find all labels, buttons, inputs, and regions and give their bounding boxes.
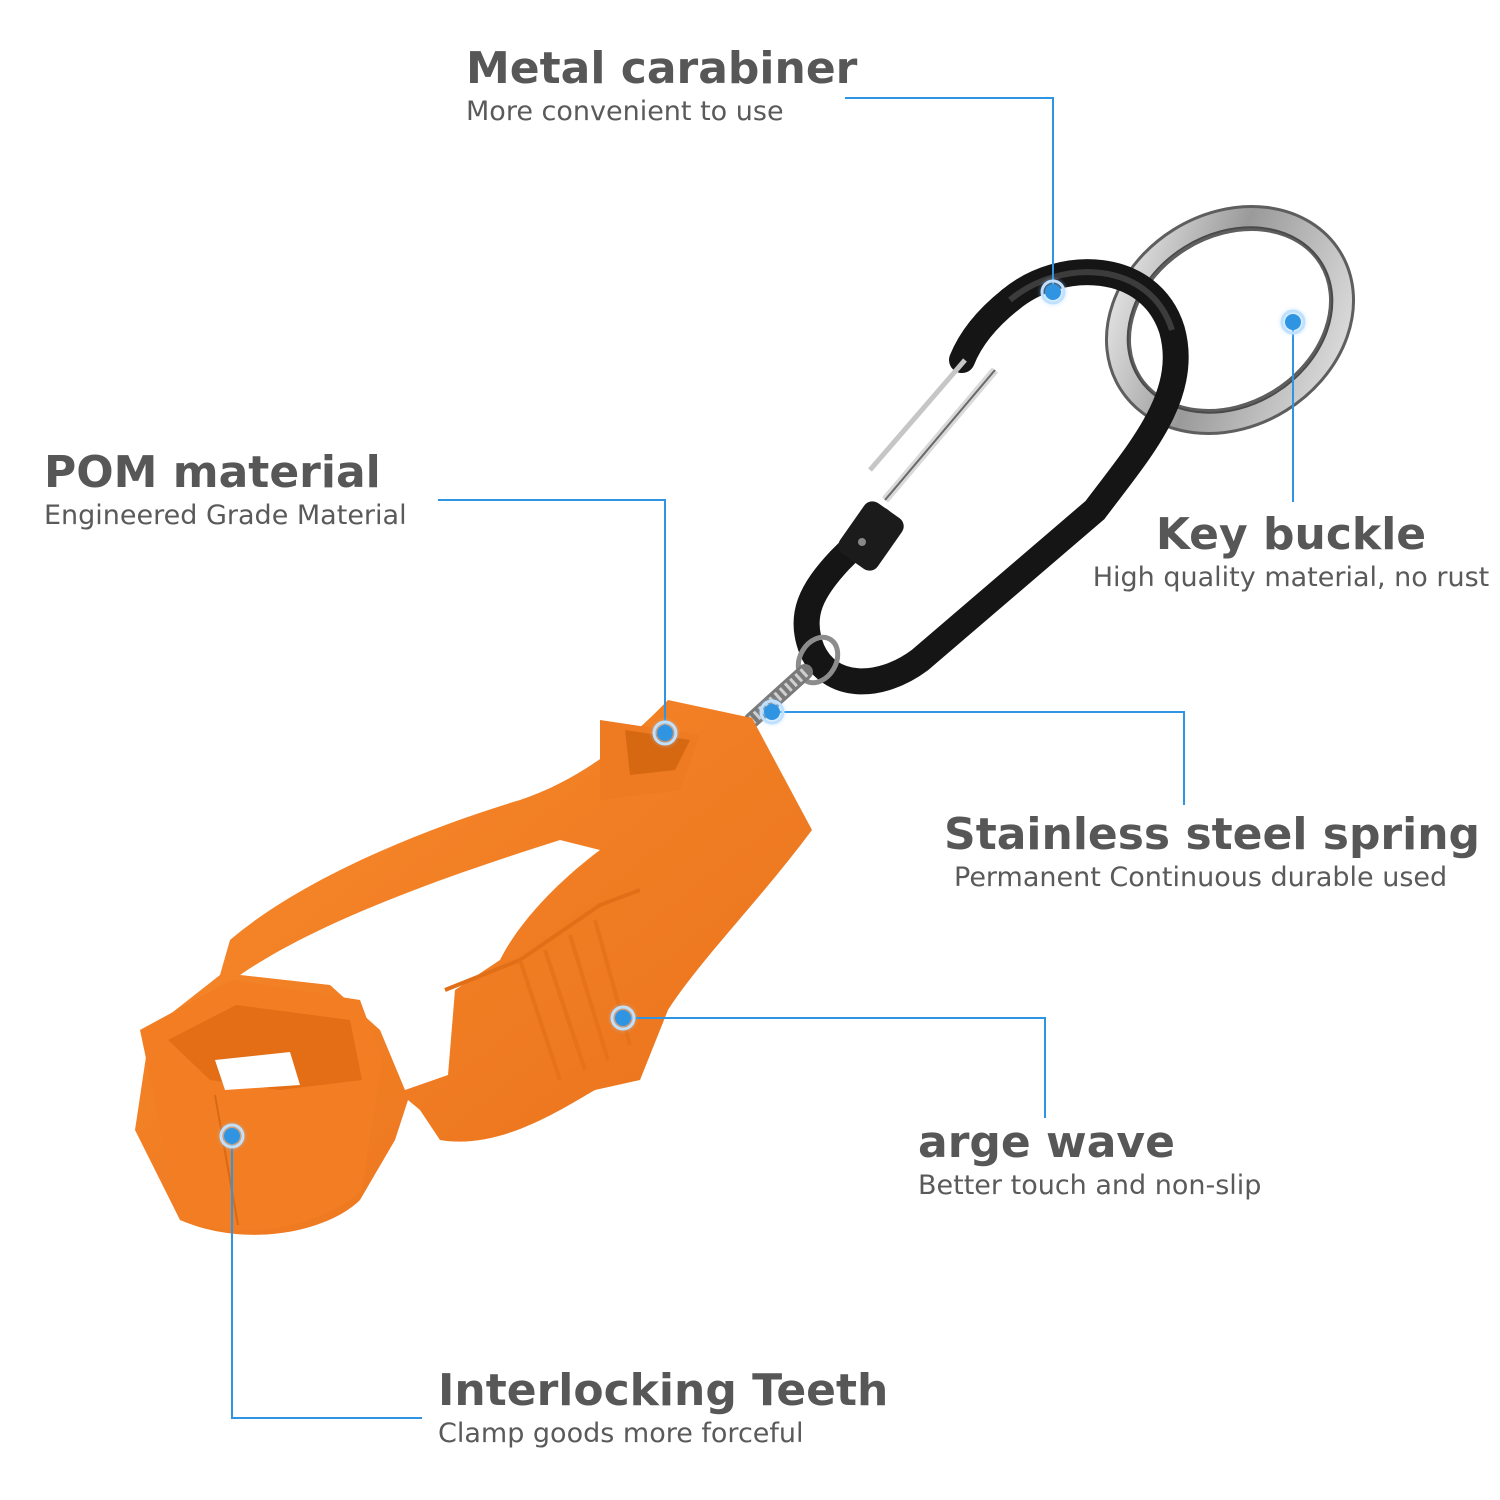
marker-dot-large-wave [607,1002,639,1034]
marker-dot-stainless-spring [756,696,788,728]
callout-interlocking-teeth: Interlocking Teeth Clamp goods more forc… [438,1366,888,1452]
callout-description: Engineered Grade Material [44,500,407,531]
callout-description: Clamp goods more forceful [438,1418,804,1449]
leader-interlocking-teeth [231,1136,422,1419]
callout-title: Interlocking Teeth [438,1365,889,1416]
callout-key-buckle: Key buckle High quality material, no rus… [1086,510,1496,596]
callout-description: Better touch and non-slip [918,1170,1262,1201]
marker-dots [216,276,1309,1152]
callout-title: POM material [44,447,381,498]
marker-dot-pom-material [649,717,681,749]
marker-dot-interlocking-teeth [216,1120,248,1152]
callout-description: High quality material, no rust [1092,562,1490,593]
key-ring [1104,205,1356,435]
leader-large-wave [623,1017,1046,1118]
marker-dot-key-buckle [1277,306,1309,338]
callout-description: More convenient to use [466,96,784,127]
carabiner [793,259,1189,695]
glove-clip [135,700,812,1235]
marker-dot-metal-carabiner [1037,276,1069,308]
callout-large-wave: arge wave Better touch and non-slip [918,1118,1261,1204]
callout-title: arge wave [918,1117,1175,1168]
callout-title: Key buckle [1155,509,1427,560]
callout-description: Permanent Continuous durable used [954,862,1448,893]
callout-pom-material: POM material Engineered Grade Material [44,448,407,534]
callout-metal-carabiner: Metal carabiner More convenient to use [466,44,857,130]
leader-lines [231,97,1294,1419]
leader-pom-material [438,499,666,733]
callout-title: Stainless steel spring [944,809,1481,860]
callout-stainless-spring: Stainless steel spring Permanent Continu… [944,810,1480,896]
leader-metal-carabiner [845,97,1054,292]
callout-title: Metal carabiner [466,43,858,94]
leader-stainless-spring [772,711,1185,805]
